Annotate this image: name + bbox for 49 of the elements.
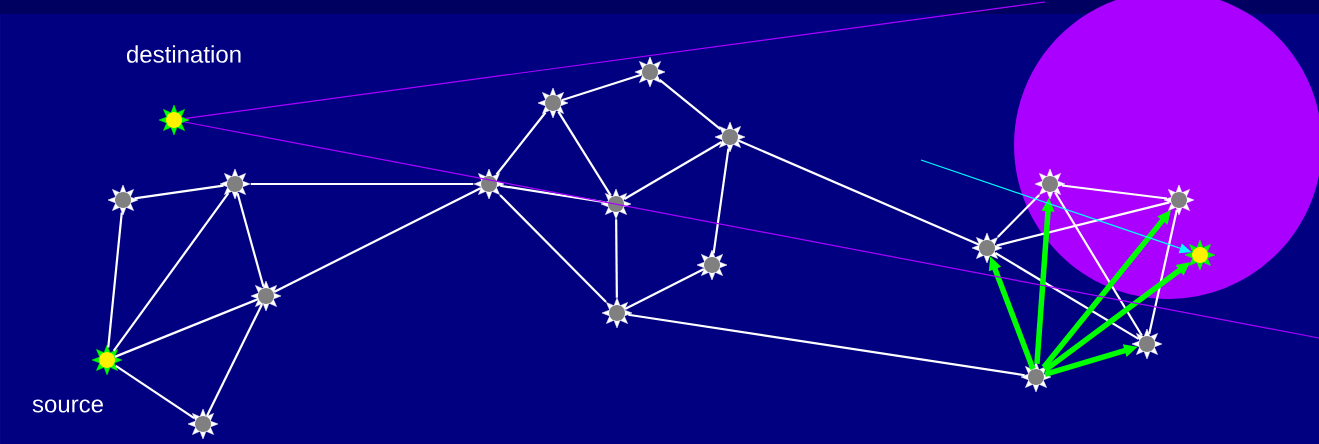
link-line [994, 252, 1140, 340]
link-line [112, 192, 230, 352]
link-line [624, 268, 705, 310]
link-line [499, 194, 607, 303]
router-node [1131, 328, 1163, 360]
tangent-line [185, 1, 1046, 119]
link-line [997, 194, 1040, 238]
router-node [634, 56, 666, 88]
link-line [712, 148, 730, 254]
link-line [1061, 184, 1168, 200]
link-line [134, 184, 224, 200]
link-line [557, 111, 612, 196]
link-line [561, 73, 642, 102]
router-node [601, 297, 633, 329]
link-line [273, 187, 482, 293]
link-line [623, 141, 723, 200]
node-label: source [32, 399, 103, 413]
router-node [714, 121, 746, 153]
link-line [737, 139, 980, 246]
link-line [659, 79, 721, 130]
link-line [107, 212, 123, 348]
link-line [615, 219, 618, 298]
link-line [1054, 191, 1143, 337]
link-line [114, 298, 259, 358]
endpoint-node [158, 104, 190, 136]
router-node [1163, 184, 1195, 216]
link-line [250, 182, 474, 186]
link-line [996, 201, 1170, 247]
endpoint-node [91, 344, 123, 376]
node-label: destination [127, 45, 241, 63]
link-line [628, 313, 1025, 377]
router-node [107, 184, 139, 216]
tangent-line [184, 121, 1319, 339]
router-node [250, 280, 282, 312]
router-node [187, 408, 219, 440]
link-line [236, 192, 265, 288]
router-node [696, 249, 728, 281]
router-node [971, 232, 1003, 264]
link-line [115, 364, 195, 420]
link-line [1148, 209, 1178, 335]
link-line [495, 111, 547, 176]
link-line [205, 303, 264, 417]
router-node [219, 168, 251, 200]
link-line [500, 184, 605, 204]
router-node [1034, 168, 1066, 200]
router-node [537, 87, 569, 119]
router-node [473, 168, 505, 200]
router-node [600, 188, 632, 220]
router-node [1020, 361, 1052, 393]
